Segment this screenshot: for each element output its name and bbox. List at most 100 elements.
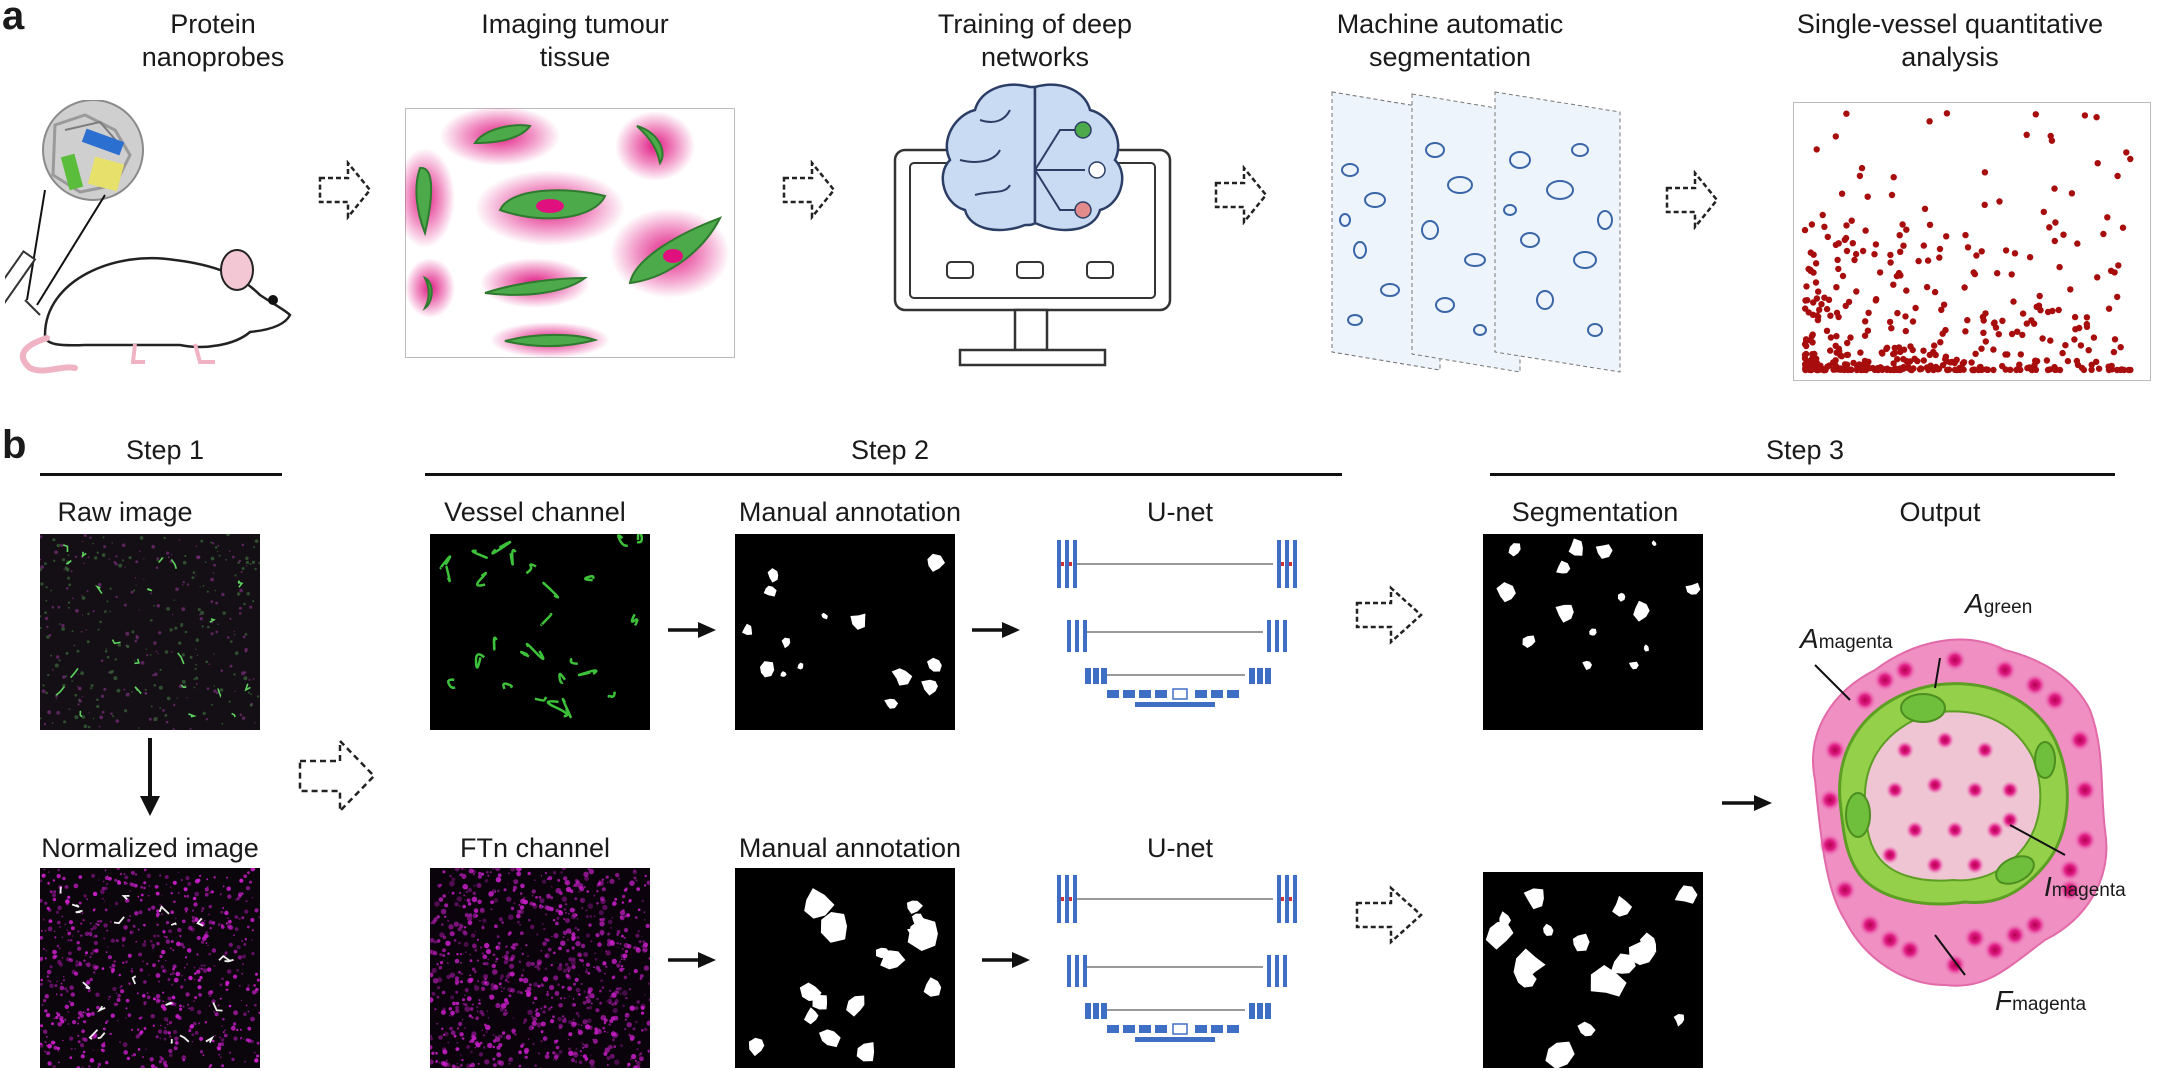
- step3-rule: [1490, 473, 2115, 476]
- scatter-point: [2051, 237, 2058, 245]
- scatter-point: [1936, 245, 1944, 253]
- scatter-point: [1964, 244, 1972, 251]
- scatter-point: [2036, 292, 2043, 300]
- scatter-point: [1812, 279, 1820, 286]
- scatter-point: [2077, 342, 2085, 349]
- scatter-point: [1851, 256, 1858, 264]
- step2-header: Step 2: [850, 435, 930, 465]
- ftn-channel-label: FTn channel: [459, 833, 611, 863]
- scatter-point: [1924, 257, 1932, 264]
- scatter-point: [2044, 366, 2052, 374]
- arrow-to-annotation-bottom: [668, 952, 716, 968]
- scatter-point: [2056, 263, 2063, 271]
- unet-bottom-diagram: [1057, 875, 1297, 1042]
- scatter-point: [2043, 357, 2051, 364]
- scatter-point: [1990, 346, 1997, 353]
- scatter-point: [1887, 259, 1894, 266]
- raw-image: [40, 534, 260, 730]
- scatter-point: [2062, 342, 2069, 349]
- step3-header: Step 3: [1765, 435, 1845, 465]
- scatter-point: [1865, 309, 1872, 316]
- scatter-point: [1897, 272, 1904, 279]
- scatter-point: [1939, 330, 1946, 337]
- normalized-image: [40, 868, 260, 1068]
- scatter-point: [2111, 336, 2119, 343]
- scatter-point: [2085, 347, 2092, 354]
- scatter-point: [1888, 191, 1896, 199]
- scatter-point: [1943, 110, 1951, 117]
- scatter-point: [1886, 318, 1894, 326]
- scatter-point: [1877, 364, 1884, 371]
- segmentation-label: Segmentation: [1511, 497, 1679, 527]
- scatter-point: [1834, 256, 1841, 264]
- scatter-point: [1909, 318, 1917, 325]
- scatter-point: [1903, 226, 1910, 233]
- segmentation-top-image: [1483, 534, 1703, 730]
- scatter-point: [1826, 362, 1833, 369]
- scatter-point: [1939, 362, 1947, 369]
- scatter-point: [2047, 337, 2054, 344]
- scatter-point: [1962, 231, 1969, 239]
- scatter-point: [1992, 324, 2000, 331]
- scatter-point: [1810, 299, 1817, 306]
- scatter-point: [1916, 366, 1924, 373]
- scatter-point: [2017, 351, 2024, 358]
- flow-arrow-3: [1214, 165, 1268, 225]
- scatter-point: [2011, 250, 2019, 257]
- scatter-point: [1805, 265, 1812, 273]
- scatter-point: [1980, 329, 1987, 336]
- scatter-point: [2115, 262, 2122, 269]
- scatter-point: [1833, 349, 1840, 356]
- scatter-point: [1856, 172, 1864, 180]
- scatter-point: [2071, 336, 2078, 343]
- scatter-point: [1823, 327, 1831, 334]
- scatter-point: [2023, 320, 2030, 327]
- scatter-point: [2068, 190, 2076, 197]
- scatter-point: [1801, 226, 1809, 234]
- step1-to-step2-arrow: [298, 737, 376, 815]
- scatter-point: [2055, 306, 2062, 314]
- vessel-channel-label: Vessel channel: [444, 497, 626, 527]
- scatter-point: [1835, 313, 1842, 321]
- scatter-point: [2114, 293, 2121, 301]
- scatter-point: [1820, 366, 1828, 373]
- scatter-point: [1835, 265, 1842, 273]
- scatter-point: [1981, 169, 1989, 176]
- scatter-point: [1861, 332, 1869, 339]
- scatter-point: [1862, 366, 1870, 374]
- scatter-point: [1814, 316, 1822, 324]
- brain-icon: [941, 83, 1124, 232]
- scatter-point: [1832, 357, 1839, 364]
- scatter-point: [2072, 326, 2079, 333]
- arrow-to-unet-top: [972, 622, 1020, 638]
- scatter-point: [2023, 131, 2030, 138]
- scatter-point: [1809, 351, 1816, 358]
- label-f-magenta: Fmagenta: [1995, 985, 2087, 1016]
- scatter-point: [1812, 260, 1820, 267]
- scatter-point: [1920, 347, 1927, 354]
- scatter-point: [1825, 296, 1833, 303]
- scatter-point: [1962, 328, 1969, 335]
- scatter-point: [2016, 361, 2023, 368]
- scatter-point: [1960, 359, 1968, 366]
- arrow-to-unet-bottom: [982, 952, 1030, 968]
- scatter-point: [2049, 307, 2056, 315]
- scatter-point: [1879, 350, 1886, 357]
- arrow-to-annotation-top: [668, 622, 716, 638]
- scatter-point: [1838, 190, 1846, 197]
- scatter-point: [1970, 269, 1977, 276]
- arrow-to-output: [1722, 795, 1772, 811]
- scatter-point: [2117, 344, 2124, 351]
- ftn-channel-image: [430, 868, 650, 1068]
- vessel-channel-image: [430, 534, 650, 730]
- label-a-magenta: Amagenta: [1800, 623, 1893, 654]
- scatter-point: [1968, 359, 1975, 366]
- scatter-point: [1832, 133, 1839, 140]
- scatter-point: [1876, 269, 1884, 276]
- scatter-point: [1921, 205, 1929, 212]
- scatter-point: [2028, 366, 2036, 374]
- scatter-point: [1984, 366, 1991, 373]
- scatter-point: [2094, 274, 2101, 281]
- scatter-point: [2095, 365, 2103, 372]
